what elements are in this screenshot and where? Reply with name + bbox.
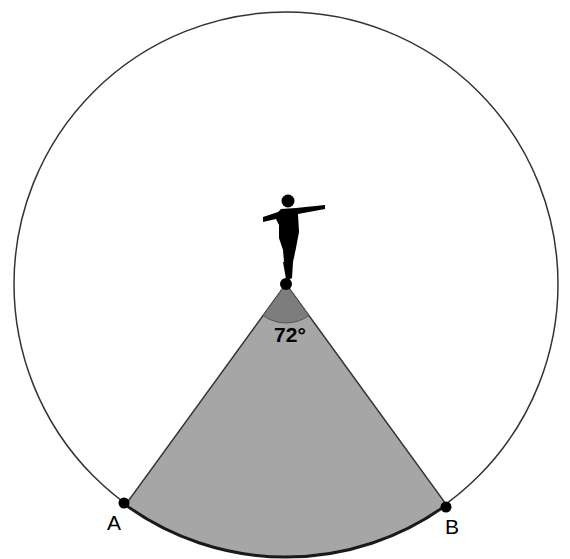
point-dot: [441, 502, 452, 513]
vertex-dot: [280, 278, 292, 290]
point-label: A: [107, 512, 121, 533]
angle-label: 72°: [274, 324, 306, 345]
shaded-sector: [126, 284, 447, 557]
point-dot: [119, 498, 130, 509]
sector-arc: [126, 505, 447, 557]
person-silhouette: [263, 195, 325, 281]
point-label: B: [445, 516, 459, 537]
